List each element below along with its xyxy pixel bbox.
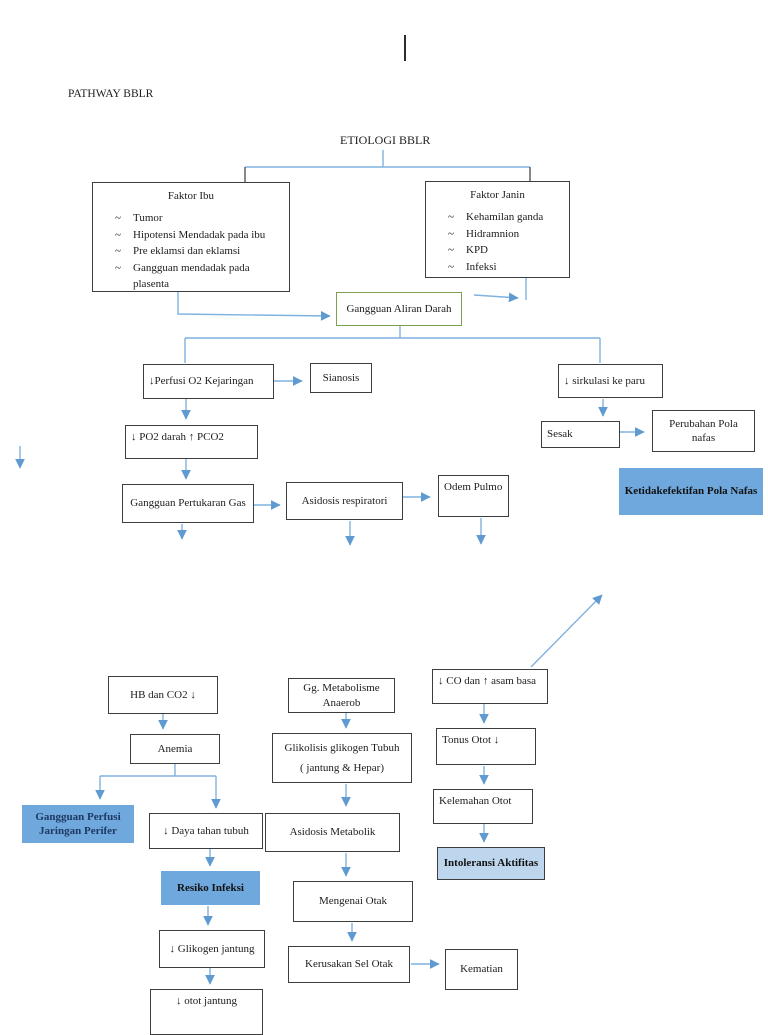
box-asidosis-respiratori: Asidosis respiratori xyxy=(286,482,403,520)
box-kematian: Kematian xyxy=(445,949,518,990)
box-daya-tahan-tubuh: ↓ Daya tahan tubuh xyxy=(149,813,263,849)
box-odem-pulmo: Odem Pulmo xyxy=(438,475,509,517)
list-item: ~KPD xyxy=(448,244,489,257)
list-item: ~Pre eklamsi dan eklamsi xyxy=(115,245,241,258)
faktor-janin-title: Faktor Janin xyxy=(470,189,525,201)
box-faktor-janin: Faktor Janin ~Kehamilan ganda ~Hidramnio… xyxy=(425,181,570,278)
box-sesak: Sesak xyxy=(541,421,620,448)
box-kerusakan-sel-otak: Kerusakan Sel Otak xyxy=(288,946,410,983)
list-item: ~Infeksi xyxy=(448,260,497,273)
box-resiko-infeksi: Resiko Infeksi xyxy=(161,871,260,905)
box-gangguan-pertukaran-gas: Gangguan Pertukaran Gas xyxy=(122,484,254,523)
box-glikogen-jantung: ↓ Glikogen jantung xyxy=(159,930,265,968)
list-item: ~Hidramnion xyxy=(448,227,520,240)
page-title: PATHWAY BBLR xyxy=(68,88,154,100)
list-item: ~Gangguan mendadak pada plasenta xyxy=(115,261,250,291)
glikolisis-line1: Glikolisis glikogen Tubuh xyxy=(284,742,400,755)
box-glikolisis-glikogen: Glikolisis glikogen Tubuh ( jantung & He… xyxy=(272,733,412,783)
box-po2-pco2: ↓ PO2 darah ↑ PCO2 xyxy=(125,425,258,459)
box-faktor-ibu: Faktor Ibu ~Tumor ~Hipotensi Mendadak pa… xyxy=(92,182,290,292)
list-item: ~Kehamilan ganda xyxy=(448,211,544,224)
box-sirkulasi-ke-paru: ↓ sirkulasi ke paru xyxy=(558,364,663,398)
box-sianosis: Sianosis xyxy=(310,363,372,393)
faktor-ibu-list: ~Tumor ~Hipotensi Mendadak pada ibu ~Pre… xyxy=(101,210,281,293)
box-kelemahan-otot: Kelemahan Otot xyxy=(433,789,533,824)
box-otot-jantung: ↓ otot jantung xyxy=(150,989,263,1035)
box-ketidakefektifan-pola-nafas: Ketidakefektifan Pola Nafas xyxy=(619,468,763,515)
text-cursor xyxy=(404,35,406,61)
faktor-janin-list: ~Kehamilan ganda ~Hidramnion ~KPD ~Infek… xyxy=(434,209,561,275)
box-co-asam-basa: ↓ CO dan ↑ asam basa xyxy=(432,669,548,704)
box-gg-metabolisme-anaerob: Gg. Metabolisme Anaerob xyxy=(288,678,395,713)
box-gangguan-aliran-darah: Gangguan Aliran Darah xyxy=(336,292,462,326)
box-asidosis-metabolik: Asidosis Metabolik xyxy=(265,813,400,852)
box-anemia: Anemia xyxy=(130,734,220,764)
box-mengenai-otak: Mengenai Otak xyxy=(293,881,413,922)
list-item: ~Tumor xyxy=(115,212,163,225)
list-item: ~Hipotensi Mendadak pada ibu xyxy=(115,228,266,241)
box-tonus-otot: Tonus Otot ↓ xyxy=(436,728,536,765)
box-hb-dan-co2: HB dan CO2 ↓ xyxy=(108,676,218,714)
box-perubahan-pola-nafas: Perubahan Pola nafas xyxy=(652,410,755,452)
diagram-title: ETIOLOGI BBLR xyxy=(340,133,431,147)
box-perfusi-o2: ↓Perfusi O2 Kejaringan xyxy=(143,364,274,399)
glikolisis-line2: ( jantung & Hepar) xyxy=(299,761,384,774)
box-intoleransi-aktifitas: Intoleransi Aktifitas xyxy=(437,847,545,880)
faktor-ibu-title: Faktor Ibu xyxy=(167,190,215,202)
box-gangguan-perfusi-jaringan-perifer: Gangguan Perfusi Jaringan Perifer xyxy=(22,805,134,843)
